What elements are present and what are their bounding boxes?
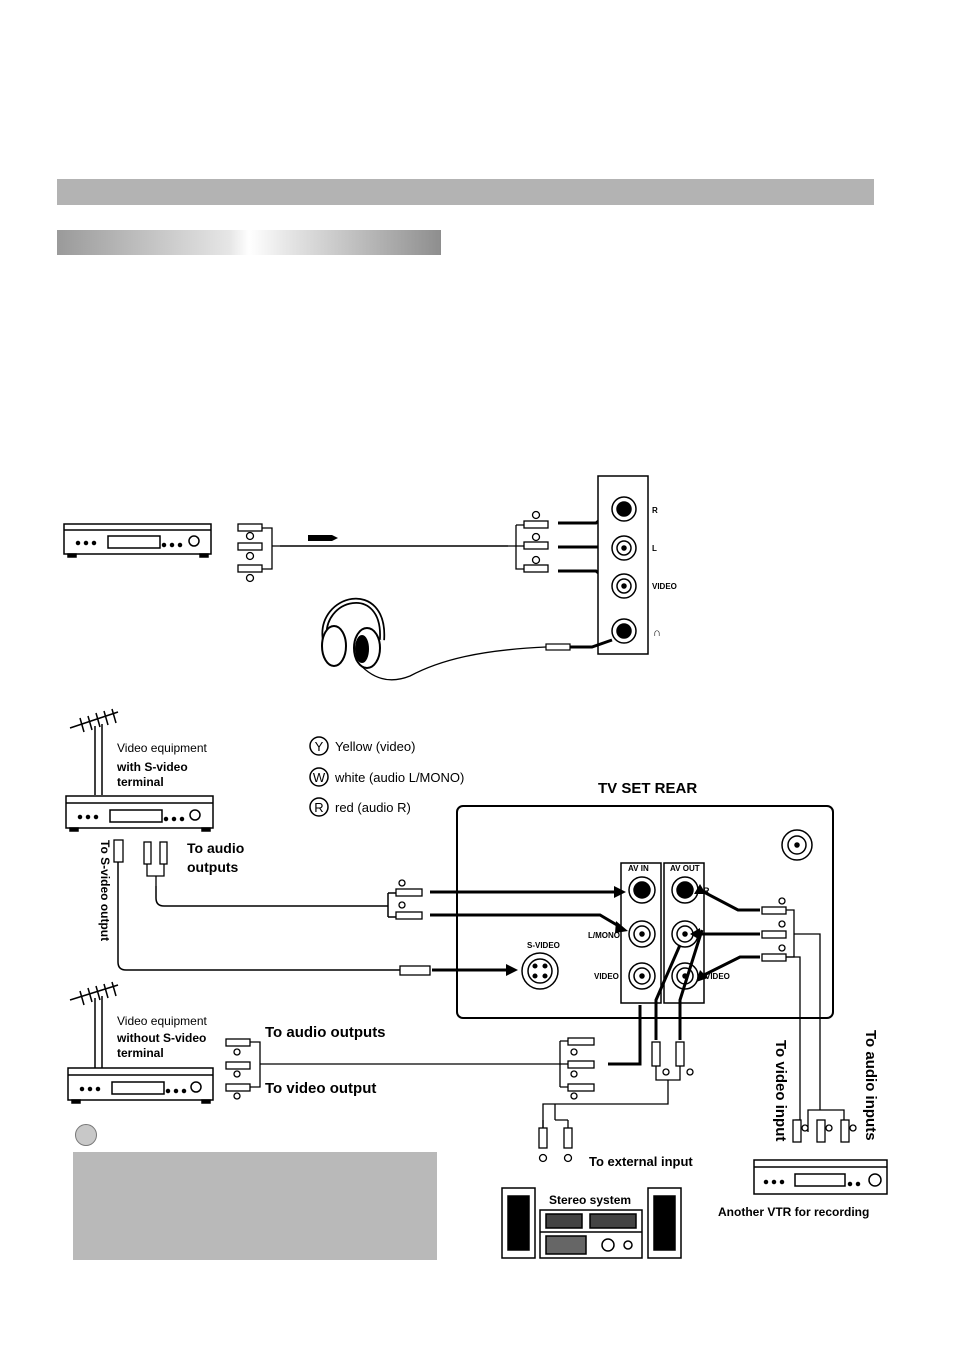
stereo-system-label: Stereo system <box>549 1193 631 1207</box>
plugs-vcr-bottom <box>225 1038 560 1100</box>
rca-plugs-top-left <box>237 523 280 583</box>
panel-video-out-label: VIDEO <box>705 972 730 981</box>
antenna-icon-1 <box>69 708 119 795</box>
legend-yellow: Yellow (video) <box>335 739 415 754</box>
jack-r-label: R <box>652 506 658 515</box>
rca-plugs-top-right <box>508 510 549 573</box>
jack-l-label: L <box>652 544 657 553</box>
another-vtr-icon <box>753 1159 888 1195</box>
plugs-av-in-bottom <box>559 1037 595 1100</box>
antenna-jack <box>781 829 813 861</box>
note-marker <box>75 1124 97 1146</box>
to-audio-inputs-label: To audio inputs <box>862 1030 879 1141</box>
to-video-input-label: To video input <box>772 1040 789 1141</box>
stereo-system-icon <box>501 1187 682 1259</box>
to-video-output-label: To video output <box>265 1080 376 1097</box>
legend-y-letter: Y <box>315 739 324 754</box>
note-box <box>73 1152 437 1260</box>
video-equip-s-label-2: with S-video <box>116 760 188 774</box>
av-out-r-label: R <box>703 886 710 896</box>
to-external-input-label: To external input <box>589 1154 693 1169</box>
tv-side-panel <box>597 475 649 655</box>
plugs-av-out-bottom <box>542 1041 694 1128</box>
legend-red: red (audio R) <box>335 800 411 815</box>
another-vtr-label: Another VTR for recording <box>718 1205 869 1219</box>
video-equip-ns-label-3: terminal <box>117 1046 164 1060</box>
to-audio-outputs-2: To audio outputs <box>265 1024 386 1041</box>
l-mono-label: L/MONO <box>588 931 620 940</box>
legend-circles <box>309 736 329 817</box>
plugs-right-av-out <box>761 897 821 1110</box>
plugs-other-vtr <box>792 1109 857 1143</box>
video-equip-ns-label-1: Video equipment <box>117 1014 208 1028</box>
s-video-label: S-VIDEO <box>527 941 560 950</box>
to-audio-outputs-1a: To audio <box>187 840 244 856</box>
headphones-icon <box>321 597 386 669</box>
antenna-icon-2 <box>69 981 119 1068</box>
plugs-stereo <box>538 1119 573 1163</box>
vcr-s-video-icon <box>65 795 214 832</box>
video-equip-ns-label-2: without S-video <box>116 1031 206 1045</box>
headphone-jack-label: ∩ <box>653 627 661 639</box>
video-equip-s-label-3: terminal <box>117 775 164 789</box>
vcr-no-s-video-icon <box>67 1067 214 1104</box>
panel-video-in-label: VIDEO <box>594 972 619 981</box>
vcr-top-icon <box>63 523 212 558</box>
to-audio-outputs-1b: outputs <box>187 859 239 875</box>
av-out-label: AV OUT <box>670 864 700 873</box>
section-header-bar <box>57 179 874 205</box>
tv-set-rear-title: TV SET REAR <box>598 780 697 797</box>
legend-white: white (audio L/MONO) <box>334 770 464 785</box>
jack-video-label: VIDEO <box>652 582 677 591</box>
subsection-header-bar <box>57 230 441 255</box>
s-video-jack <box>521 952 559 990</box>
legend-w-letter: W <box>313 770 326 785</box>
legend-r-letter: R <box>314 800 323 815</box>
plugs-vcr-middle <box>113 839 168 886</box>
video-equip-s-label-1: Video equipment <box>117 741 208 755</box>
to-s-video-output-label: To S-video output <box>98 840 112 941</box>
av-in-label: AV IN <box>628 864 649 873</box>
